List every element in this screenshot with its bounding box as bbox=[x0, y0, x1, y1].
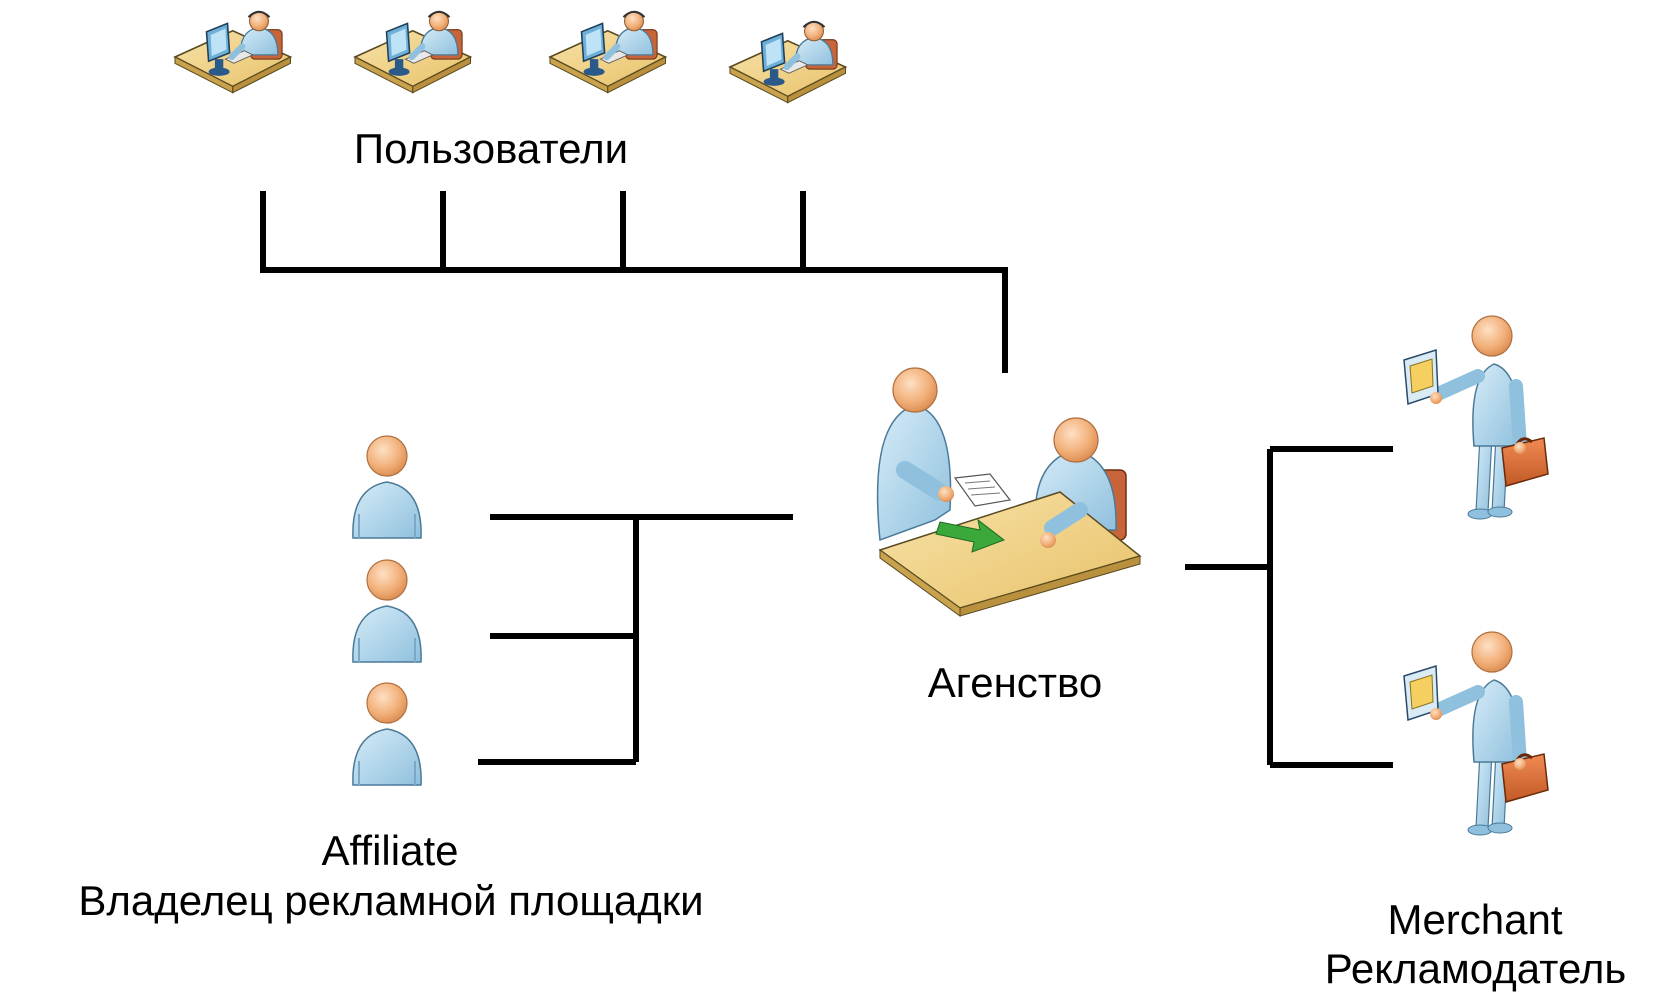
affiliate-person-icon bbox=[351, 682, 423, 786]
affiliate-description-label: Владелец рекламной площадки bbox=[78, 877, 704, 924]
user-workstation-icon bbox=[175, 12, 291, 93]
user-workstation-icon bbox=[550, 12, 666, 93]
merchant-person-icon bbox=[1404, 632, 1548, 835]
affiliate-person-icon bbox=[351, 559, 423, 663]
affiliates-connector bbox=[478, 514, 793, 765]
users-label: Пользователи bbox=[353, 125, 629, 172]
merchant-label: Merchant bbox=[1387, 896, 1563, 943]
user-workstation-icon bbox=[730, 22, 846, 103]
affiliate-person-icon bbox=[351, 435, 423, 539]
merchant-description-label: Рекламодатель bbox=[1324, 945, 1627, 992]
users-connector bbox=[260, 191, 1008, 373]
affiliate-label: Affiliate bbox=[321, 827, 459, 874]
agency-label: Агенство bbox=[927, 659, 1103, 706]
merchants-connector bbox=[1185, 446, 1393, 768]
agency-meeting-icon bbox=[876, 367, 1142, 617]
merchant-person-icon bbox=[1404, 316, 1548, 519]
user-workstation-icon bbox=[355, 12, 471, 93]
